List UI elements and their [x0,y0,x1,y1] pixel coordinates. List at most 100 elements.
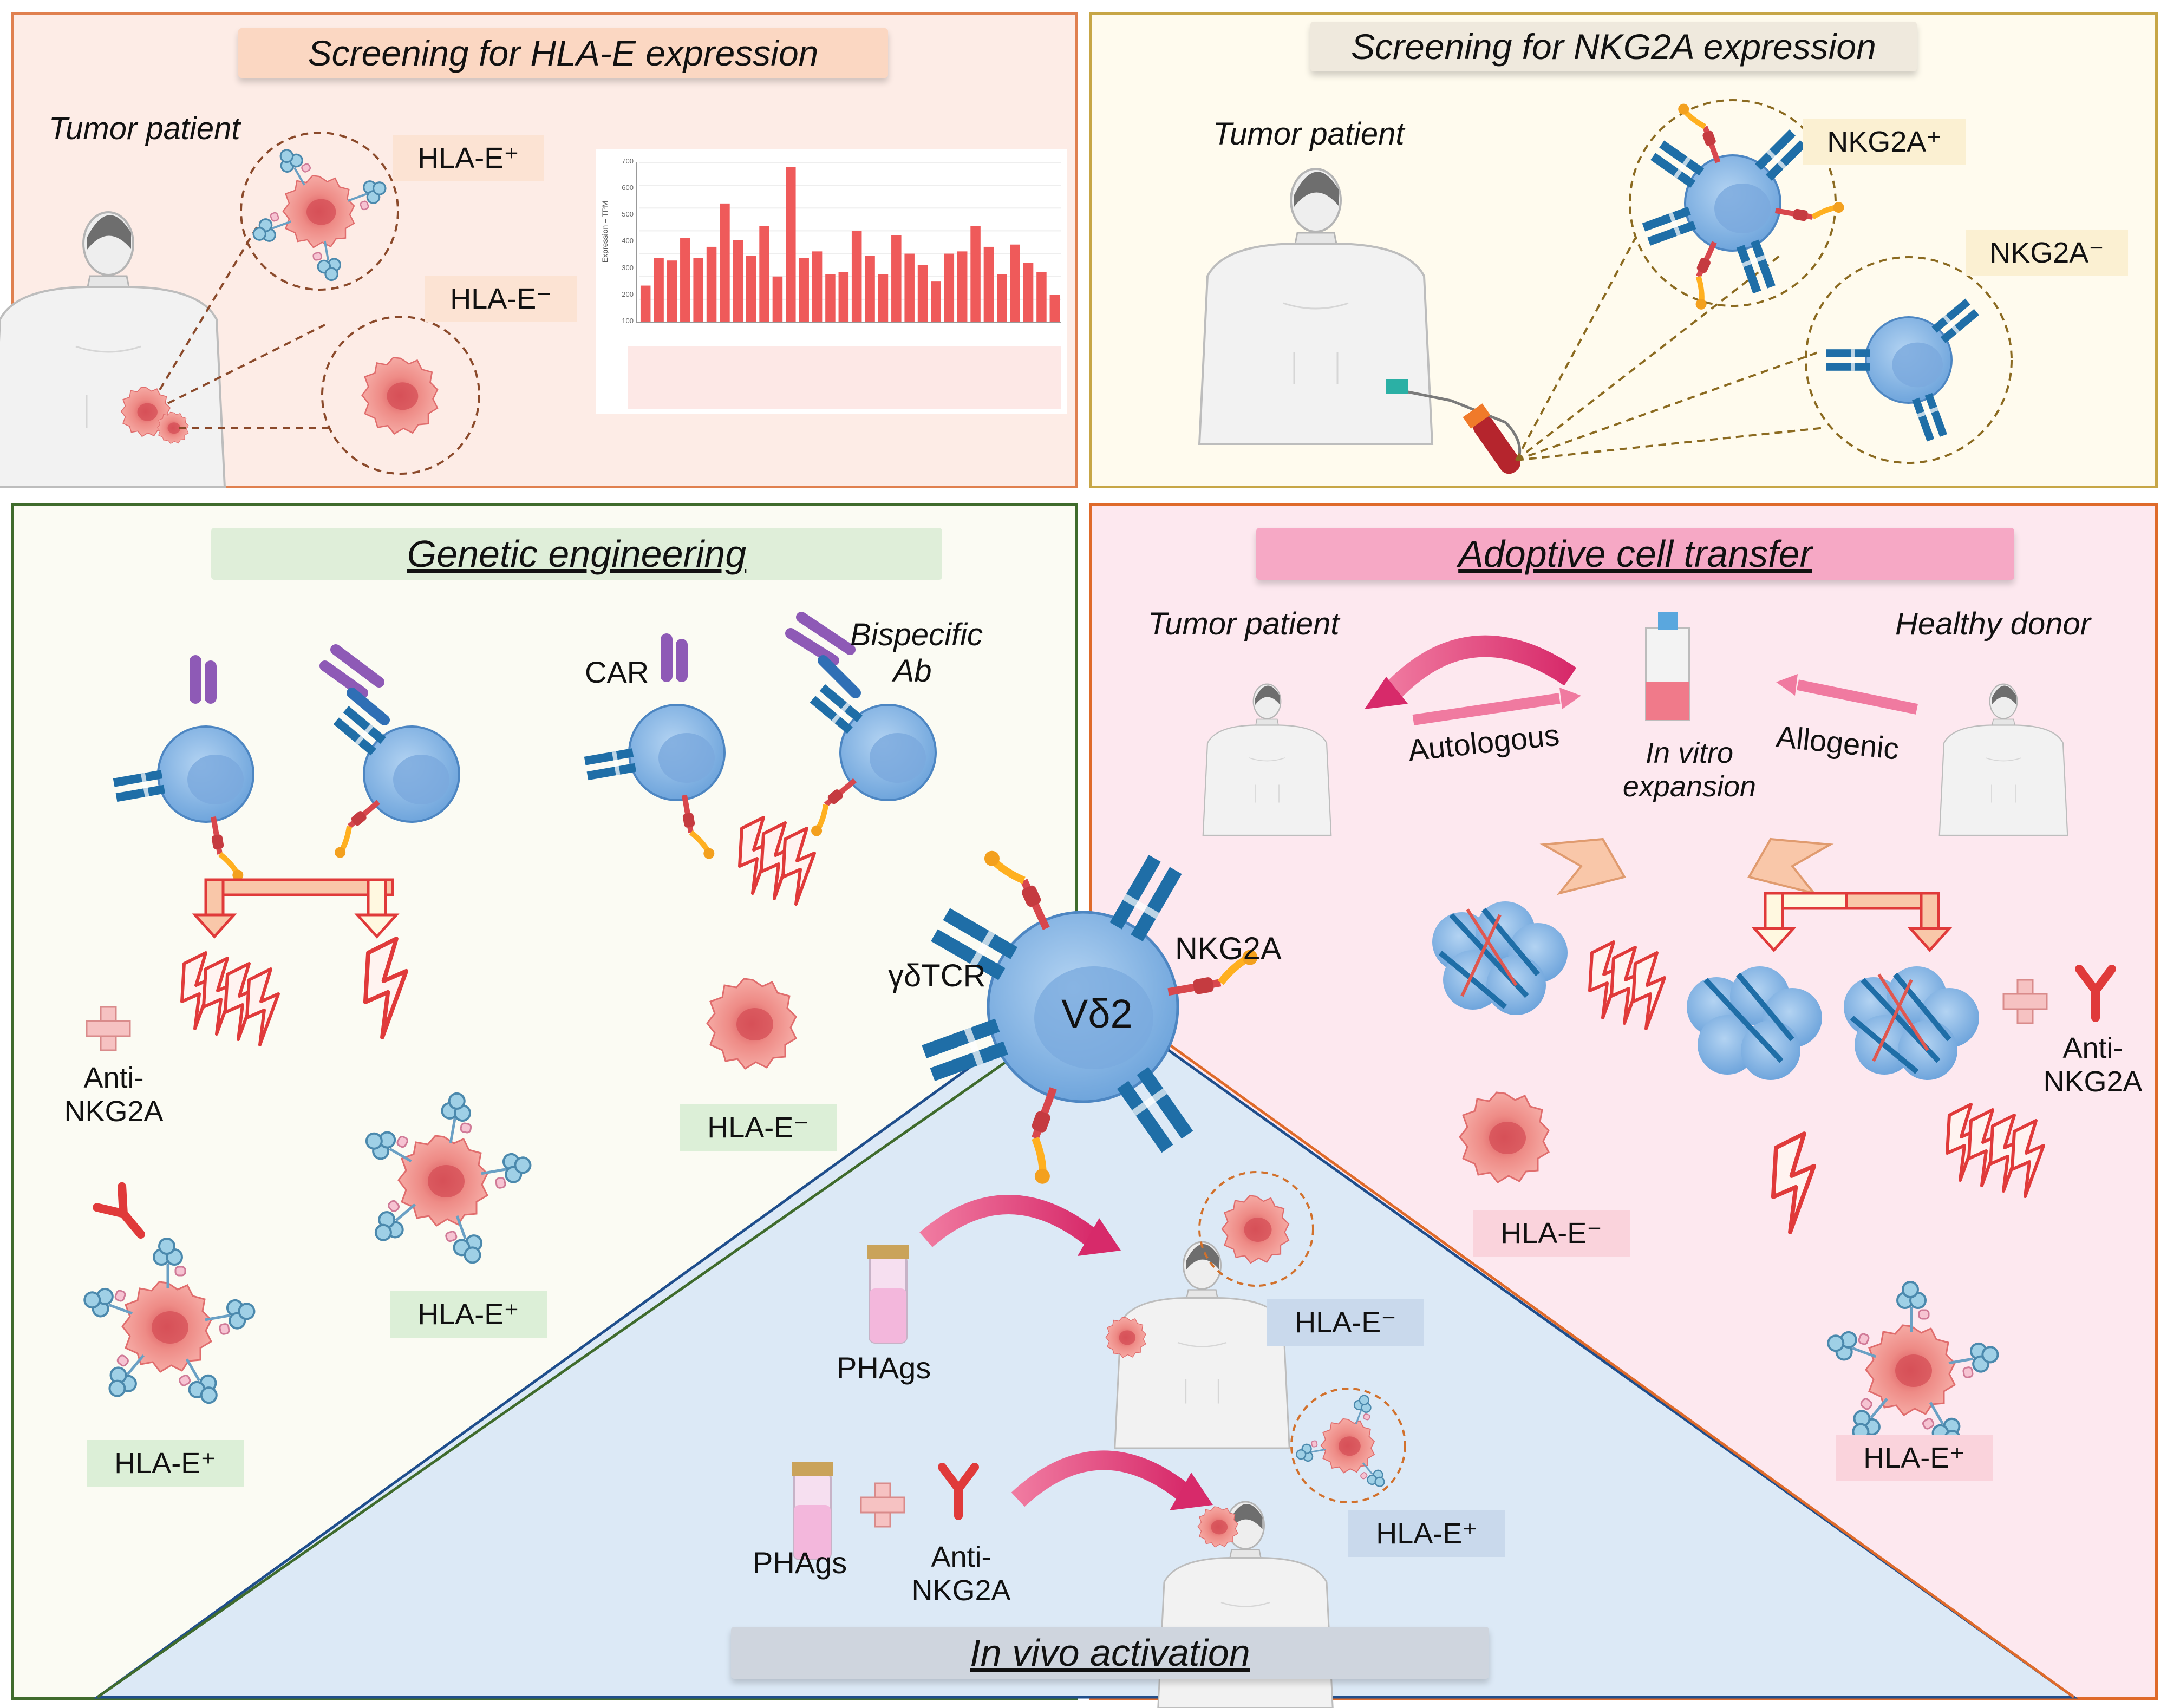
chart-bar [640,285,651,322]
blood-tube-icon [1463,403,1520,474]
tumor-patient-figure-2 [1198,168,1433,445]
hla-negative-label-adoptive: HLA-E⁻ [1473,1210,1630,1257]
hla-negative-tumor-adoptive [1459,1091,1550,1183]
chart-ytick: 200 [622,290,634,298]
phags-label-2: PHAgs [753,1546,847,1580]
chart-bar [733,240,743,322]
chart-bar [983,246,994,322]
chart-bar [799,258,809,322]
vd2-label: Vδ2 [1061,991,1133,1036]
hla-positive-label: HLA-E⁺ [393,135,544,181]
chart-bar [878,274,889,322]
hla-pos-zoom-circle [240,132,399,291]
invivo-arrow-2 [1011,1450,1192,1507]
chart-bar [891,235,902,322]
chart-bar [944,253,955,322]
chart-bar [772,276,783,322]
chart-bar [1049,295,1060,322]
lightning-bolts-car [740,817,814,904]
gd-tcr-label: γδTCR [888,958,986,993]
bispecific-tcell-right [785,612,937,839]
tumor-patient-small [1202,683,1332,836]
chart-ytick: 500 [622,210,634,219]
chart-bar [786,167,796,322]
hla-positive-label-adoptive: HLA-E⁺ [1836,1435,1993,1481]
hla-negative-tumor-icon [361,357,439,435]
expanded-cells-mid [1687,966,1822,1080]
chart-bar [851,231,862,322]
hla-expression-chart [596,149,1067,414]
chart-bar [759,226,769,322]
split-arrow-adoptive [1751,892,1953,952]
car-tcell-left [113,655,254,884]
vd2-tcell-center [922,840,1262,1186]
hla-negative-tumor-genetic [706,978,797,1070]
chart-bar [838,272,849,322]
chart-bar [970,226,981,322]
anti-nkg2a-antibody-icon [97,1187,153,1245]
bispecific-tcell-left [319,644,460,860]
healthy-donor-small [1938,683,2068,836]
chart-bar [957,251,968,322]
chart-bar [654,258,664,322]
chart-bar [706,246,717,322]
tumor-patient-figure [0,211,226,488]
anti-nkg2a-label-adoptive: Anti- NKG2A [2043,1032,2143,1098]
bispecific-label: Bispecific Ab [850,617,983,689]
hla-positive-tumor-genetic-a [81,1239,257,1411]
nkg2a-negative-tcell [1826,298,1979,442]
chart-bar [667,260,677,322]
lightning-bolts-multi [182,953,278,1045]
chart-bar [680,238,690,322]
expanded-cells-right [1844,966,1979,1080]
nkg2a-patient-label: Tumor patient [1213,116,1405,152]
phags-vial-1 [867,1245,909,1344]
invivo-zoom-circle-1 [1198,1171,1314,1287]
phags-vial-2 [792,1462,833,1560]
allogenic-arrow [1796,679,1918,715]
autologous-curve-arrow [1378,635,1577,706]
lightning-bolts-adoptive-right [1947,1104,2044,1196]
invivo-arrow-1 [919,1195,1100,1247]
plus-icon-invivo [860,1482,905,1528]
hla-positive-label-genetic-a: HLA-E⁺ [87,1440,244,1487]
adoptive-patient-label: Tumor patient [1148,606,1340,642]
chart-ytick: 600 [622,184,634,192]
chart-ytick: 400 [622,237,634,245]
chart-bar [931,281,941,322]
expansion-arrow-right [1747,837,1834,895]
chart-ylabel: Expression – TPM [601,200,610,263]
hla-patient-label: Tumor patient [49,111,240,146]
hla-positive-tumor-icon [249,143,390,283]
hla-neg-zoom-circle [321,316,480,475]
chart-ytick: 700 [622,157,634,165]
phags-label-1: PHAgs [837,1351,931,1385]
chart-ytick: 300 [622,263,634,272]
chart-bar [720,203,730,322]
nkg2a-neg-zoom-circle [1805,256,2013,464]
in-vivo-activation-region [93,1027,2078,1699]
anti-nkg2a-antibody-adoptive [2079,969,2112,1018]
adoptive-transfer-title: Adoptive cell transfer [1256,528,2014,580]
chart-bar [1023,263,1034,322]
in-vivo-activation-title: In vivo activation [731,1627,1489,1679]
expanded-cells-left [1432,901,1568,1015]
chart-bar [997,274,1007,322]
lightning-bolt-adoptive-single [1773,1134,1814,1232]
adoptive-donor-label: Healthy donor [1895,606,2091,642]
split-arrow [192,878,400,939]
anti-nkg2a-label-genetic: Anti- NKG2A [64,1062,164,1128]
hla-positive-tumor-adoptive [1824,1282,2001,1454]
invivo-zoom-circle-2 [1290,1388,1406,1503]
flask-icon [1645,612,1690,721]
chart-bar [746,256,756,322]
hla-screening-title: Screening for HLA-E expression [238,28,888,78]
hla-positive-label-invivo: HLA-E⁺ [1348,1510,1505,1557]
plus-icon-adoptive [2002,979,2048,1024]
nkg2a-positive-label: NKG2A⁺ [1803,119,1966,165]
hla-positive-tumor-genetic-b [361,1091,533,1268]
chart-bar [1036,272,1047,322]
chart-bar [693,258,703,322]
chart-bar [812,251,823,322]
